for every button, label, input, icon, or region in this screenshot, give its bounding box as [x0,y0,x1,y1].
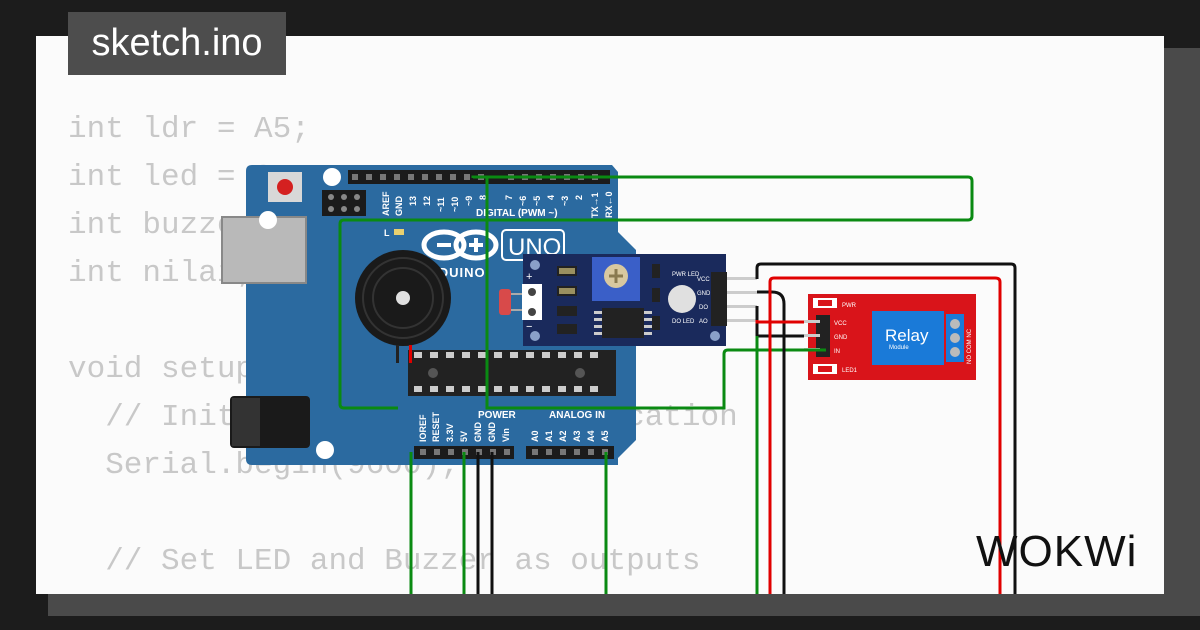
pin-label: Vin [501,428,511,442]
sketch-filename: sketch.ino [68,12,286,75]
wire-red [768,276,1002,594]
pin-label: A4 [586,430,596,442]
pin-label: VCC [834,321,847,327]
svg-text:−: − [526,321,532,333]
wire-red [755,320,804,324]
pin-label: GND [834,335,848,341]
photoresistor-icon [499,289,522,315]
pin-label: IOREF [418,414,428,442]
relay-subtitle: Module [889,345,909,351]
wire-green [338,175,974,410]
svg-text:+: + [526,271,532,283]
pin-label: ~11 [436,197,446,212]
arduino-logo-icon [421,229,499,261]
pin-label: ~6 [518,196,528,206]
code-line: // Set LED and Buzzer as outputs [68,544,701,579]
code-line: pinMode(led, OUTPUT); [68,586,738,594]
pin-label: VCC [697,277,710,283]
wire-black [755,262,1017,594]
pin-label: ~10 [450,197,460,212]
pin-label: ~9 [464,196,474,206]
l-led-label: L [384,228,390,238]
potentiometer-icon[interactable] [592,257,640,301]
power-label: POWER [478,410,517,421]
pin-label: A5 [600,430,610,442]
pin-label: 2 [574,195,584,200]
buzzer[interactable] [355,250,451,363]
pin-label: RESET [431,411,441,442]
relay-module[interactable]: PWR LED1 VCC GND IN Relay Module NO COM … [804,294,976,380]
code-line: int ldr = A5; [68,112,310,147]
wire-green [485,178,826,410]
pin-label: AO [699,319,708,325]
wire-black [757,290,786,594]
relay-pwr-label: PWR [842,303,857,309]
arduino-uno-board[interactable]: AREF GND 13 12 ~11 ~10 ~9 8 7 ~6 ~5 4 ~3… [221,165,636,465]
pin-label: IN [834,349,840,355]
pin-label: DO [699,305,708,311]
analog-label: ANALOG IN [549,410,605,421]
pin-label: GND [487,422,497,443]
pin-label: RX←0 [604,191,614,218]
pin-label: 13 [408,196,418,206]
pin-label: A3 [572,430,582,442]
relay-block [872,311,944,365]
relay-title: Relay [885,326,929,345]
pin-label: ~5 [532,196,542,206]
pin-label: 4 [546,195,556,200]
pin-label: A1 [544,430,554,442]
pin-label: 8 [478,195,488,200]
pwr-led-label: PWR LED [672,272,700,278]
relay-led-label: LED1 [842,368,858,374]
pin-label: A2 [558,430,568,442]
pin-label: GND [394,196,404,217]
wokwi-logo: WOKWi [976,527,1138,576]
pin-label: 12 [422,196,432,206]
do-led-label: DO LED [672,319,695,325]
ldr-sensor-module[interactable]: + − [499,254,757,346]
relay-terminal-label: NO COM NC [967,328,973,364]
pin-label: 5V [459,431,469,442]
pin-label: ~3 [560,196,570,206]
pin-label: TX→1 [590,192,600,218]
digital-label: DIGITAL (PWM ~) [476,208,558,219]
pin-label: A0 [530,430,540,442]
pin-label: GND [697,291,711,297]
pin-label: 7 [504,195,514,200]
analog-header [526,446,614,459]
pin-label: AREF [381,191,391,216]
pin-label: GND [473,422,483,443]
pin-label: 3.3V [445,423,455,442]
